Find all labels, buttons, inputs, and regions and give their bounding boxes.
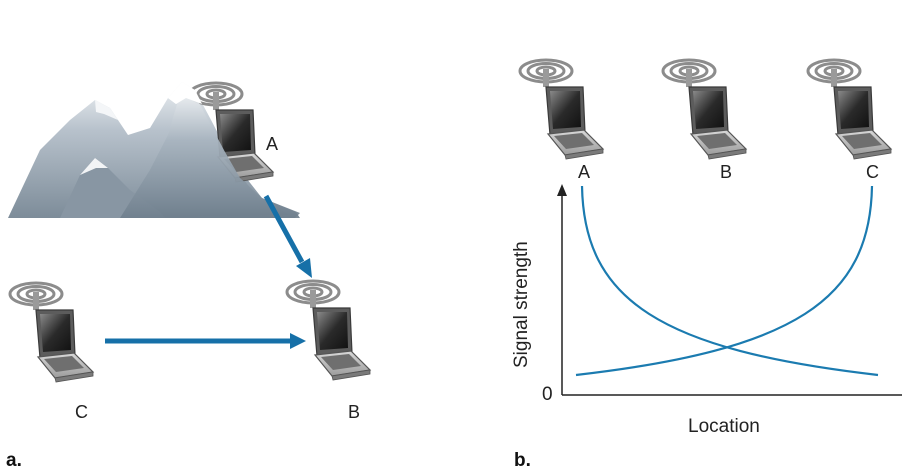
- laptop-b-panel-b: [661, 58, 748, 161]
- signal-curve-from-a: [580, 185, 879, 377]
- y-axis-label: Signal strength: [511, 241, 532, 368]
- x-axis-label: Location: [688, 416, 760, 437]
- panel-b-label: b.: [514, 450, 531, 471]
- laptop-icon: [518, 58, 605, 161]
- laptop-b-label-panel-a: B: [348, 402, 360, 422]
- signal-curve-from-c: [575, 185, 874, 377]
- laptop-a-panel-b: [518, 58, 605, 161]
- laptop-icon: [661, 58, 748, 161]
- laptop-b-panel-a: [285, 279, 372, 382]
- mountain-foreground: [120, 88, 300, 218]
- arrow-c-to-b: [105, 333, 306, 349]
- laptop-c-panel-a: [8, 281, 95, 384]
- laptop-icon: [285, 279, 372, 382]
- laptop-c-label-panel-b: C: [866, 162, 879, 182]
- laptop-c-panel-b: [806, 58, 893, 161]
- y-axis-origin-label: 0: [542, 384, 553, 405]
- laptop-a-label-panel-b: A: [578, 162, 590, 182]
- laptop-b-label-panel-b: B: [720, 162, 732, 182]
- laptop-icon: [8, 281, 95, 384]
- mountain-snow-cap: [168, 82, 202, 104]
- laptop-icon: [806, 58, 893, 161]
- panel-a-label: a.: [6, 450, 22, 471]
- y-axis: [557, 184, 567, 395]
- arrow-a-to-b: [263, 194, 312, 278]
- laptop-a-label-panel-a: A: [266, 134, 278, 154]
- laptop-c-label-panel-a: C: [75, 402, 88, 422]
